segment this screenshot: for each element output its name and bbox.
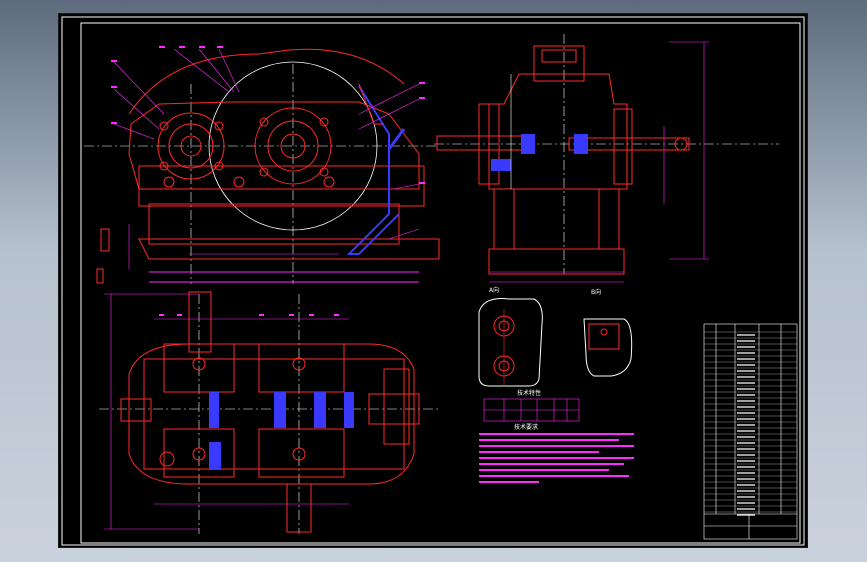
section-a-label: A向 bbox=[489, 286, 499, 294]
front-view bbox=[84, 48, 440, 284]
parts-list bbox=[703, 323, 798, 540]
tech-table-title: 技术特性 bbox=[517, 389, 541, 397]
tech-characteristics-table bbox=[483, 398, 580, 422]
section-a-view bbox=[478, 298, 543, 387]
parts-list-rows bbox=[704, 331, 797, 516]
outer-frame bbox=[61, 16, 805, 546]
plan-view bbox=[99, 291, 439, 534]
tech-requirements-text bbox=[479, 433, 634, 483]
cad-viewport[interactable]: A向 B向 技术特性 技术要求 bbox=[58, 13, 808, 548]
leader-markers bbox=[111, 46, 425, 316]
inner-frame bbox=[80, 22, 801, 544]
section-b-view bbox=[583, 318, 633, 377]
section-b-label: B向 bbox=[591, 288, 601, 296]
gearbox-assembly-drawing: A向 B向 技术特性 技术要求 bbox=[61, 16, 805, 546]
tech-requirements-title: 技术要求 bbox=[514, 423, 538, 431]
side-view bbox=[434, 34, 779, 283]
